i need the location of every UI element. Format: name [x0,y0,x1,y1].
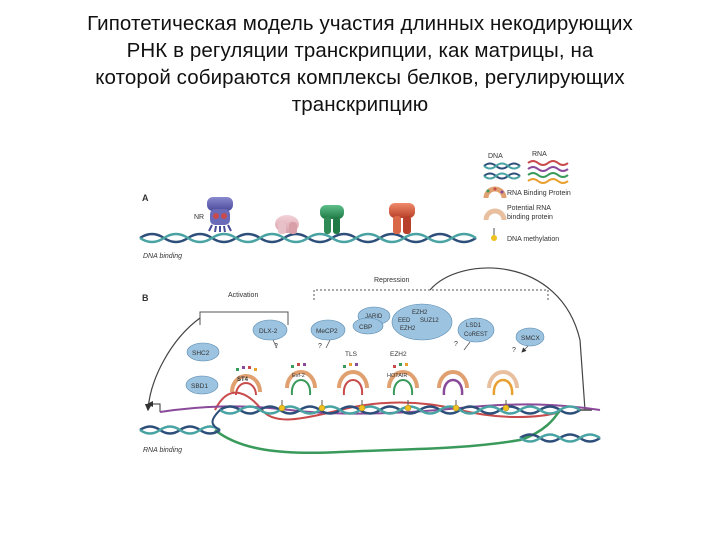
nr-complex [207,197,233,233]
hotair-loop [387,363,419,396]
question-mark-2: ? [318,343,322,350]
transcription-arrows [147,401,161,412]
st4-loop [230,366,262,396]
eed-label: EED [398,318,411,324]
panel-a-dna-helix [139,232,477,244]
shc2-protein [186,342,220,362]
panel-b-label: B [142,293,149,303]
tls-loop [337,363,369,396]
tls-label: TLS [345,351,358,358]
sbd1-protein [185,375,219,395]
legend-potential-rna-binding-protein-label-2: binding protein [507,214,553,221]
green-protein-complex [320,205,344,234]
question-mark-3: ? [454,341,458,348]
legend-potential-rna-binding-protein-label-1: Potential RNA [507,205,551,212]
panel-b-caption: RNA binding [143,447,182,454]
activation-bracket [144,311,289,412]
ezh2-label: EZH2 [390,351,407,358]
legend-dna-methylation-label: DNA methylation [507,236,559,243]
dlx2-protein [252,319,288,341]
suz12-label: SUZ12 [420,318,439,324]
question-mark-4: ? [512,347,516,354]
panel-a-caption: DNA binding [143,253,182,260]
protein-complexes: DLX-2 MeCP2 JARID CBP EZH2 EED SUZ12 EZH… [185,303,545,395]
legend-rna-binding-protein-icon [483,186,507,199]
evf2-label: Evf-2 [292,373,305,379]
legend: DNA RNA RNA Binding Protein Potential RN… [483,151,571,243]
legend-methylation-icon [491,228,497,241]
orange-loop [487,370,519,396]
pink-protein-complex [275,215,299,234]
panel-a: A NR [139,193,477,260]
legend-rna-binding-protein-label: RNA Binding Protein [507,190,571,197]
st4-label: ST4 [237,377,249,383]
rna-strand [159,391,601,455]
mecp2-protein [310,319,346,341]
purple-loop [437,370,469,396]
panel-a-label: A [142,193,149,203]
repression-bracket [313,267,592,411]
mecp2-label: MeCP2 [316,328,338,335]
nr-label: NR [194,214,204,221]
evf2-loop [285,363,317,396]
prc2-complex [391,303,453,341]
legend-rna-label: RNA [532,151,547,158]
legend-dna-label: DNA [488,153,503,160]
hotair-label: HOTAIR [387,373,407,379]
panel-b: B Activation Repression DLX-2 MeCP2 JARI… [139,267,601,455]
smcx-protein [515,327,545,347]
slide-title: Гипотетическая модель участия длинных не… [87,12,633,116]
jarid-label: JARID [365,314,383,320]
legend-potential-rna-binding-protein-icon [483,208,507,221]
methylation-marks [278,400,510,412]
smcx-label: SMCX [521,335,540,342]
repression-label: Repression [374,277,410,284]
sbd1-label: SBD1 [191,383,208,390]
corest-label: CoREST [464,332,488,338]
legend-rna-icon [527,160,569,184]
cbp-protein [352,317,384,335]
dlx2-label: DLX-2 [259,328,278,335]
red-protein-complex [389,203,415,234]
rna-stem-loops: ST4 Evf-2 TLS EZH2 HOTAIR [230,351,519,396]
ezh2-complex-label: EZH2 [400,326,416,332]
activation-label: Activation [228,292,258,299]
legend-dna-icon [483,162,521,180]
shc2-label: SHC2 [192,350,210,357]
lsd1-corest-complex [457,317,495,343]
cbp-label: CBP [359,324,372,331]
ezh2-top-label: EZH2 [412,310,428,316]
lsd1-label: LSD1 [466,323,482,329]
